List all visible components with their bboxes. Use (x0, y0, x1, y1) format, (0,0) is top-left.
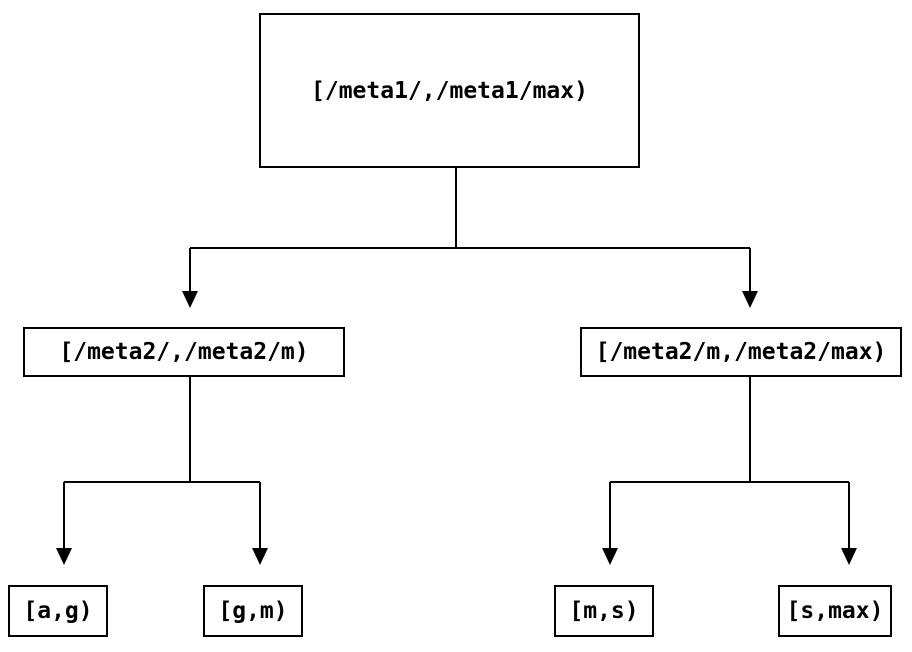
arrow-down-icon (56, 548, 72, 565)
edge-root-connector-line (189, 168, 751, 291)
edge-right-child-to-leaves (602, 377, 857, 565)
edge-right-connector-line (609, 377, 850, 548)
node-label: [/meta1/,/meta1/max) (311, 77, 588, 104)
arrow-down-icon (841, 548, 857, 565)
node-label: [s,max) (786, 598, 884, 624)
node-label: [/meta2/,/meta2/m) (59, 339, 309, 365)
edge-left-connector-line (63, 377, 261, 548)
edge-root-to-children (182, 168, 758, 308)
node-label: [/meta2/m,/meta2/max) (595, 339, 887, 365)
node-right-meta2-upper-range: [/meta2/m,/meta2/max) (580, 327, 902, 377)
arrow-down-icon (252, 548, 268, 565)
arrow-down-icon (742, 291, 758, 308)
node-label: [a,g) (23, 598, 93, 624)
node-leaf-g-m: [g,m) (203, 585, 303, 637)
node-label: [m,s) (569, 598, 639, 624)
node-label: [g,m) (218, 598, 288, 624)
node-leaf-s-max: [s,max) (778, 585, 892, 637)
edge-left-child-to-leaves (56, 377, 268, 565)
node-root-meta1-range: [/meta1/,/meta1/max) (259, 13, 640, 168)
arrow-down-icon (182, 291, 198, 308)
node-leaf-a-g: [a,g) (8, 585, 108, 637)
arrow-down-icon (602, 548, 618, 565)
node-leaf-m-s: [m,s) (554, 585, 654, 637)
node-left-meta2-lower-range: [/meta2/,/meta2/m) (23, 327, 345, 377)
